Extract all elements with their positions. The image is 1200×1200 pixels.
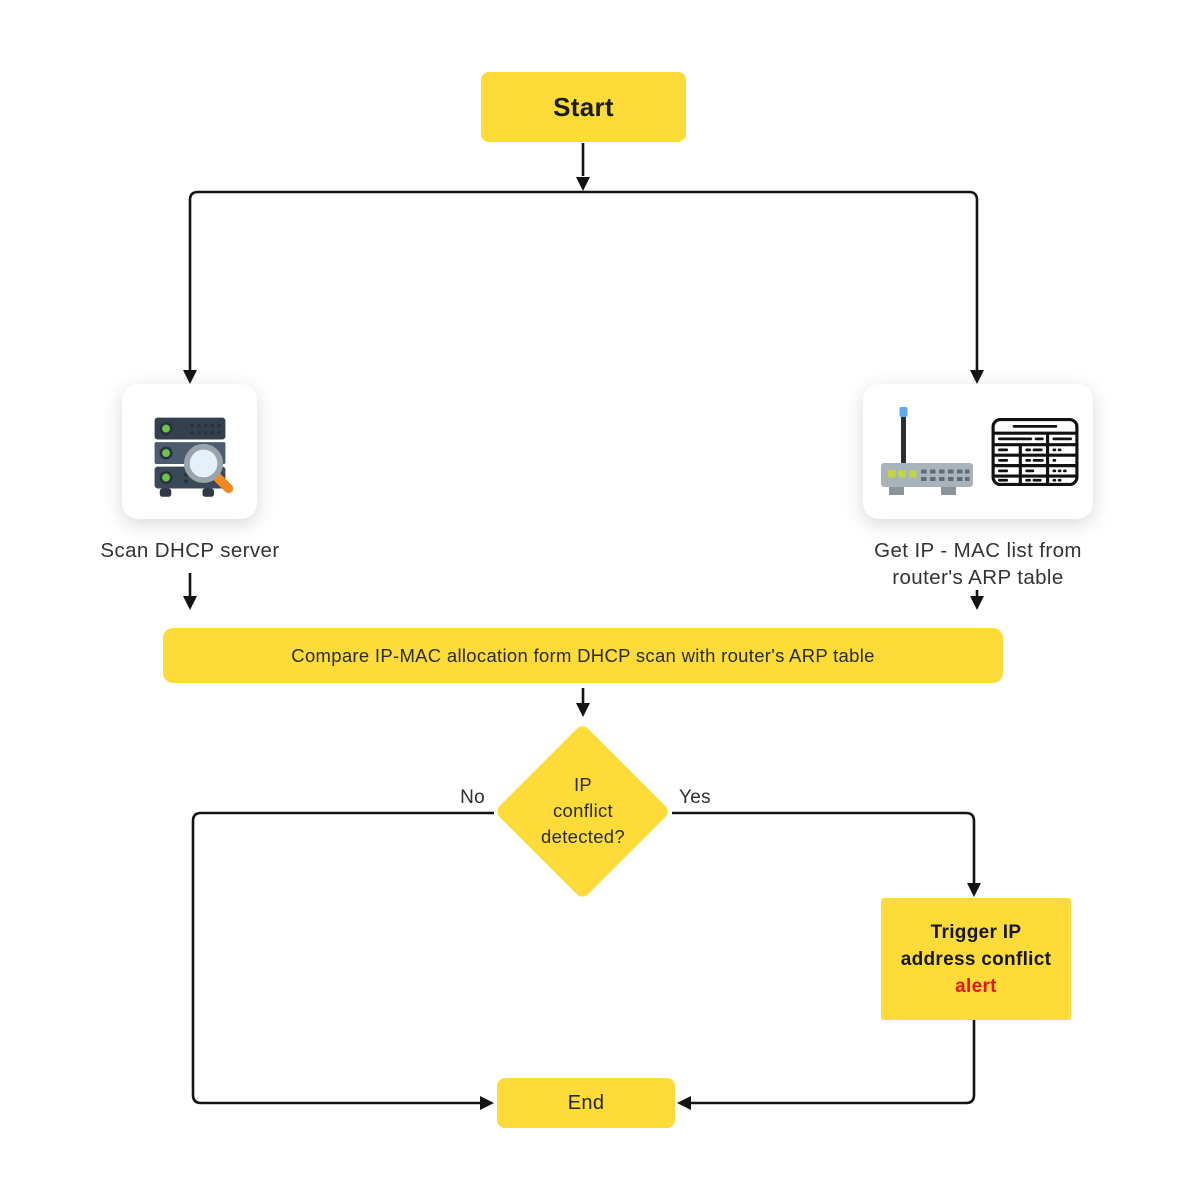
start-node: Start <box>481 72 686 142</box>
arp-list-card <box>863 384 1093 519</box>
edge-label-yes: Yes <box>679 787 711 808</box>
arrowhead-branch-right <box>970 370 984 384</box>
compare-node: Compare IP-MAC allocation form DHCP scan… <box>163 628 1003 683</box>
arrowhead-no-end <box>480 1096 494 1110</box>
decision-label: IP conflict detected? <box>541 774 625 847</box>
arrowhead-scan-compare <box>183 596 197 610</box>
trigger-alert-word: alert <box>955 975 997 997</box>
edge-branch-bar <box>188 190 979 372</box>
arrowhead-branch-left <box>183 370 197 384</box>
arrowhead-start-branch <box>576 177 590 191</box>
arrowhead-arp-compare <box>970 596 984 610</box>
scan-dhcp-label: Scan DHCP server <box>100 539 280 562</box>
edge-no-path <box>191 811 494 1105</box>
arp-table-icon <box>991 417 1079 486</box>
trigger-alert-main-label: Trigger IP address conflict <box>900 921 1052 970</box>
edge-trigger-to-end <box>691 1020 976 1105</box>
arp-list-label: Get IP - MAC list from router's ARP tabl… <box>874 539 1082 589</box>
server-search-icon <box>154 417 233 497</box>
end-node: End <box>497 1078 675 1128</box>
compare-label: Compare IP-MAC allocation form DHCP scan… <box>291 644 875 666</box>
edge-yes-path <box>672 811 976 883</box>
arrowhead-yes-trigger <box>967 883 981 897</box>
scan-dhcp-card <box>122 384 257 519</box>
edge-label-no: No <box>460 787 485 808</box>
trigger-alert-node: Trigger IP address conflict alert <box>881 898 1071 1020</box>
start-label: Start <box>553 91 614 122</box>
end-label: End <box>567 1091 605 1114</box>
arrowhead-trigger-end <box>677 1096 691 1110</box>
arrowhead-compare-decision <box>576 703 590 717</box>
router-icon <box>881 406 973 495</box>
